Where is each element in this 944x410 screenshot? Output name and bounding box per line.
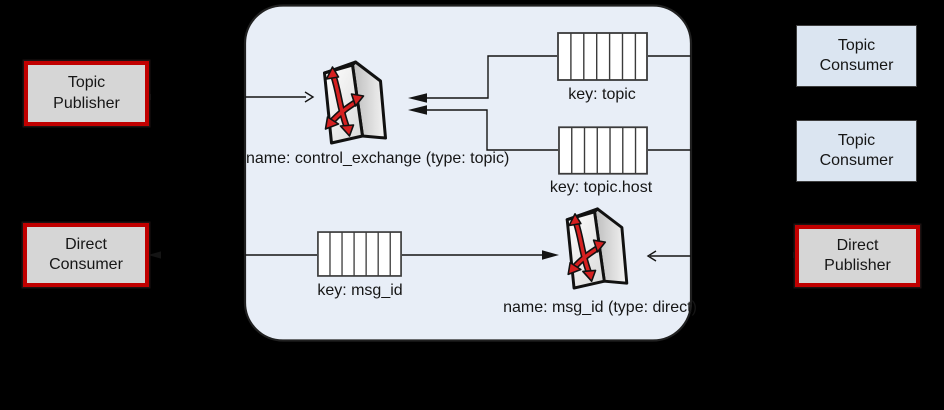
direct-consumer-label-line1: Direct bbox=[65, 235, 107, 253]
control-exchange-label: name: control_exchange (type: topic) bbox=[246, 148, 509, 169]
queue-topic-label: key: topic bbox=[568, 86, 636, 103]
arrowhead-into-control-exchange-left bbox=[304, 91, 315, 103]
direct-publisher-box: Direct Publisher bbox=[795, 225, 920, 287]
direct-publisher-label-line1: Direct bbox=[836, 236, 879, 254]
topic-publisher-box: Topic Publisher bbox=[24, 61, 149, 126]
control-exchange-name: name: control_exchange bbox=[246, 150, 422, 167]
arrowhead-into-control-exchange-lower bbox=[408, 105, 427, 115]
direct-exchange-name: name: msg_id bbox=[503, 299, 604, 316]
topic-consumer-box-2: Topic Consumer bbox=[796, 120, 917, 182]
arrowhead-into-direct-exchange-right bbox=[646, 250, 657, 262]
topic-consumer-1-label-line2: Consumer bbox=[819, 57, 894, 74]
topic-consumer-1-label-line1: Topic bbox=[837, 36, 876, 54]
queue-icon-topic-host bbox=[558, 126, 648, 175]
arrowhead-into-direct-exchange-left bbox=[542, 250, 559, 260]
queue-msg-id-label: key: msg_id bbox=[317, 282, 403, 299]
direct-publisher-label-line2: Publisher bbox=[824, 257, 891, 274]
direct-exchange-type: (type: direct) bbox=[608, 299, 697, 316]
control-exchange-type: (type: topic) bbox=[425, 150, 510, 167]
queue-icon-topic bbox=[557, 32, 648, 81]
line-queue-topic-to-exchange bbox=[427, 55, 557, 99]
topic-consumer-box-1: Topic Consumer bbox=[796, 25, 917, 87]
connector-lines bbox=[245, 55, 691, 257]
arrowhead-into-direct-consumer bbox=[148, 251, 161, 259]
direct-consumer-box: Direct Consumer bbox=[23, 223, 149, 287]
topic-publisher-label-line1: Topic bbox=[67, 74, 106, 91]
queue-icon-msg-id bbox=[317, 231, 402, 277]
topic-consumer-2-label-line2: Consumer bbox=[819, 152, 894, 169]
open-arrowheads bbox=[304, 91, 657, 262]
direct-consumer-label-line2: Consumer bbox=[49, 256, 123, 273]
queue-topic-host-label: key: topic.host bbox=[549, 179, 653, 196]
topic-consumer-2-label-line1: Topic bbox=[837, 131, 876, 149]
topic-publisher-label-line2: Publisher bbox=[53, 94, 120, 112]
direct-exchange-label: name: msg_id (type: direct) bbox=[490, 297, 710, 318]
arrowhead-into-control-exchange-upper bbox=[408, 93, 427, 103]
line-queue-topichost-to-exchange bbox=[427, 109, 558, 151]
